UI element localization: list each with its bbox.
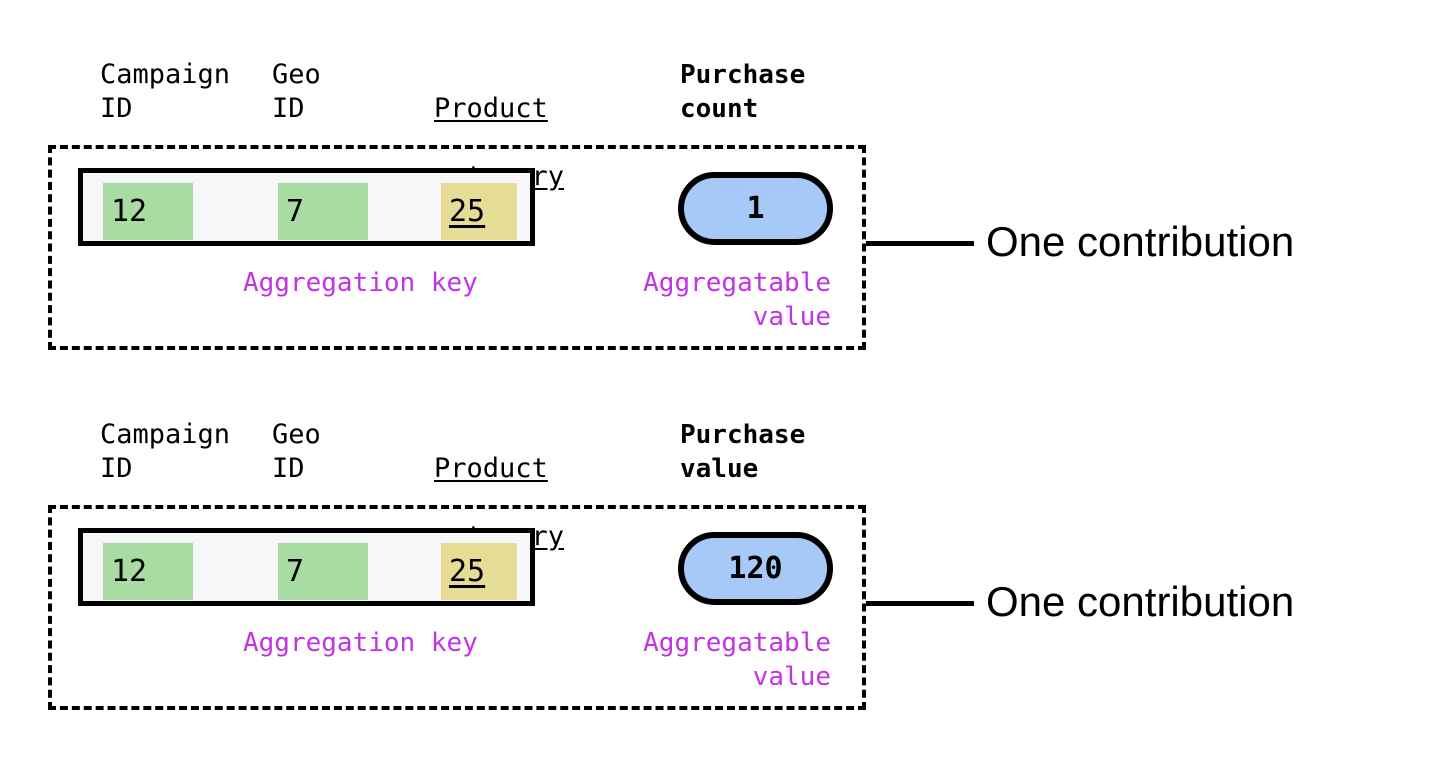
- key-cell-geo-id: 7: [278, 543, 368, 600]
- aggregatable-value-text: 1: [746, 191, 765, 226]
- key-cell-geo-id-value: 7: [286, 194, 305, 229]
- annotation-aggregation-key-1: Aggregation key: [243, 268, 478, 298]
- aggregation-key-box-1: 12 7 25: [78, 168, 535, 246]
- header-geo-id: Geo ID: [272, 419, 321, 484]
- annotation-aggregatable-value-1: Aggregatable value: [643, 268, 831, 332]
- annotation-aggregation-key-2: Aggregation key: [243, 628, 478, 658]
- aggregatable-value-text: 120: [728, 551, 783, 586]
- column-headers-2: Campaign ID Geo ID Product category Purc…: [0, 418, 1442, 552]
- header-product-category-line1: Product: [434, 93, 548, 124]
- key-cell-product-category: 25: [441, 183, 517, 240]
- aggregatable-value-pill-2: 120: [678, 532, 833, 605]
- header-campaign-id: Campaign ID: [100, 419, 231, 484]
- callout-leader-line-1: [866, 241, 974, 246]
- aggregation-key-box-2: 12 7 25: [78, 528, 535, 606]
- key-cell-geo-id-value: 7: [286, 554, 305, 589]
- header-geo-id: Geo ID: [272, 59, 321, 124]
- column-headers-1: Campaign ID Geo ID Product category Purc…: [0, 58, 1442, 192]
- header-campaign-id: Campaign ID: [100, 59, 231, 124]
- callout-leader-line-2: [866, 601, 974, 606]
- key-cell-geo-id: 7: [278, 183, 368, 240]
- key-cell-campaign-id: 12: [103, 183, 193, 240]
- callout-label-2: One contribution: [986, 578, 1295, 625]
- contribution-boundary-1: [48, 145, 866, 350]
- header-aggregatable-value: Purchase value: [680, 420, 806, 484]
- aggregatable-value-pill-1: 1: [678, 172, 833, 245]
- key-cell-campaign-id-value: 12: [111, 194, 148, 229]
- header-product-category-line1: Product: [434, 453, 548, 484]
- key-cell-campaign-id: 12: [103, 543, 193, 600]
- contribution-boundary-2: [48, 505, 866, 710]
- key-cell-campaign-id-value: 12: [111, 554, 148, 589]
- header-aggregatable-value: Purchase count: [680, 60, 806, 124]
- key-cell-product-category-value: 25: [449, 554, 486, 589]
- annotation-aggregatable-value-2: Aggregatable value: [643, 628, 831, 692]
- callout-label-1: One contribution: [986, 218, 1295, 265]
- key-cell-product-category-value: 25: [449, 194, 486, 229]
- key-cell-product-category: 25: [441, 543, 517, 600]
